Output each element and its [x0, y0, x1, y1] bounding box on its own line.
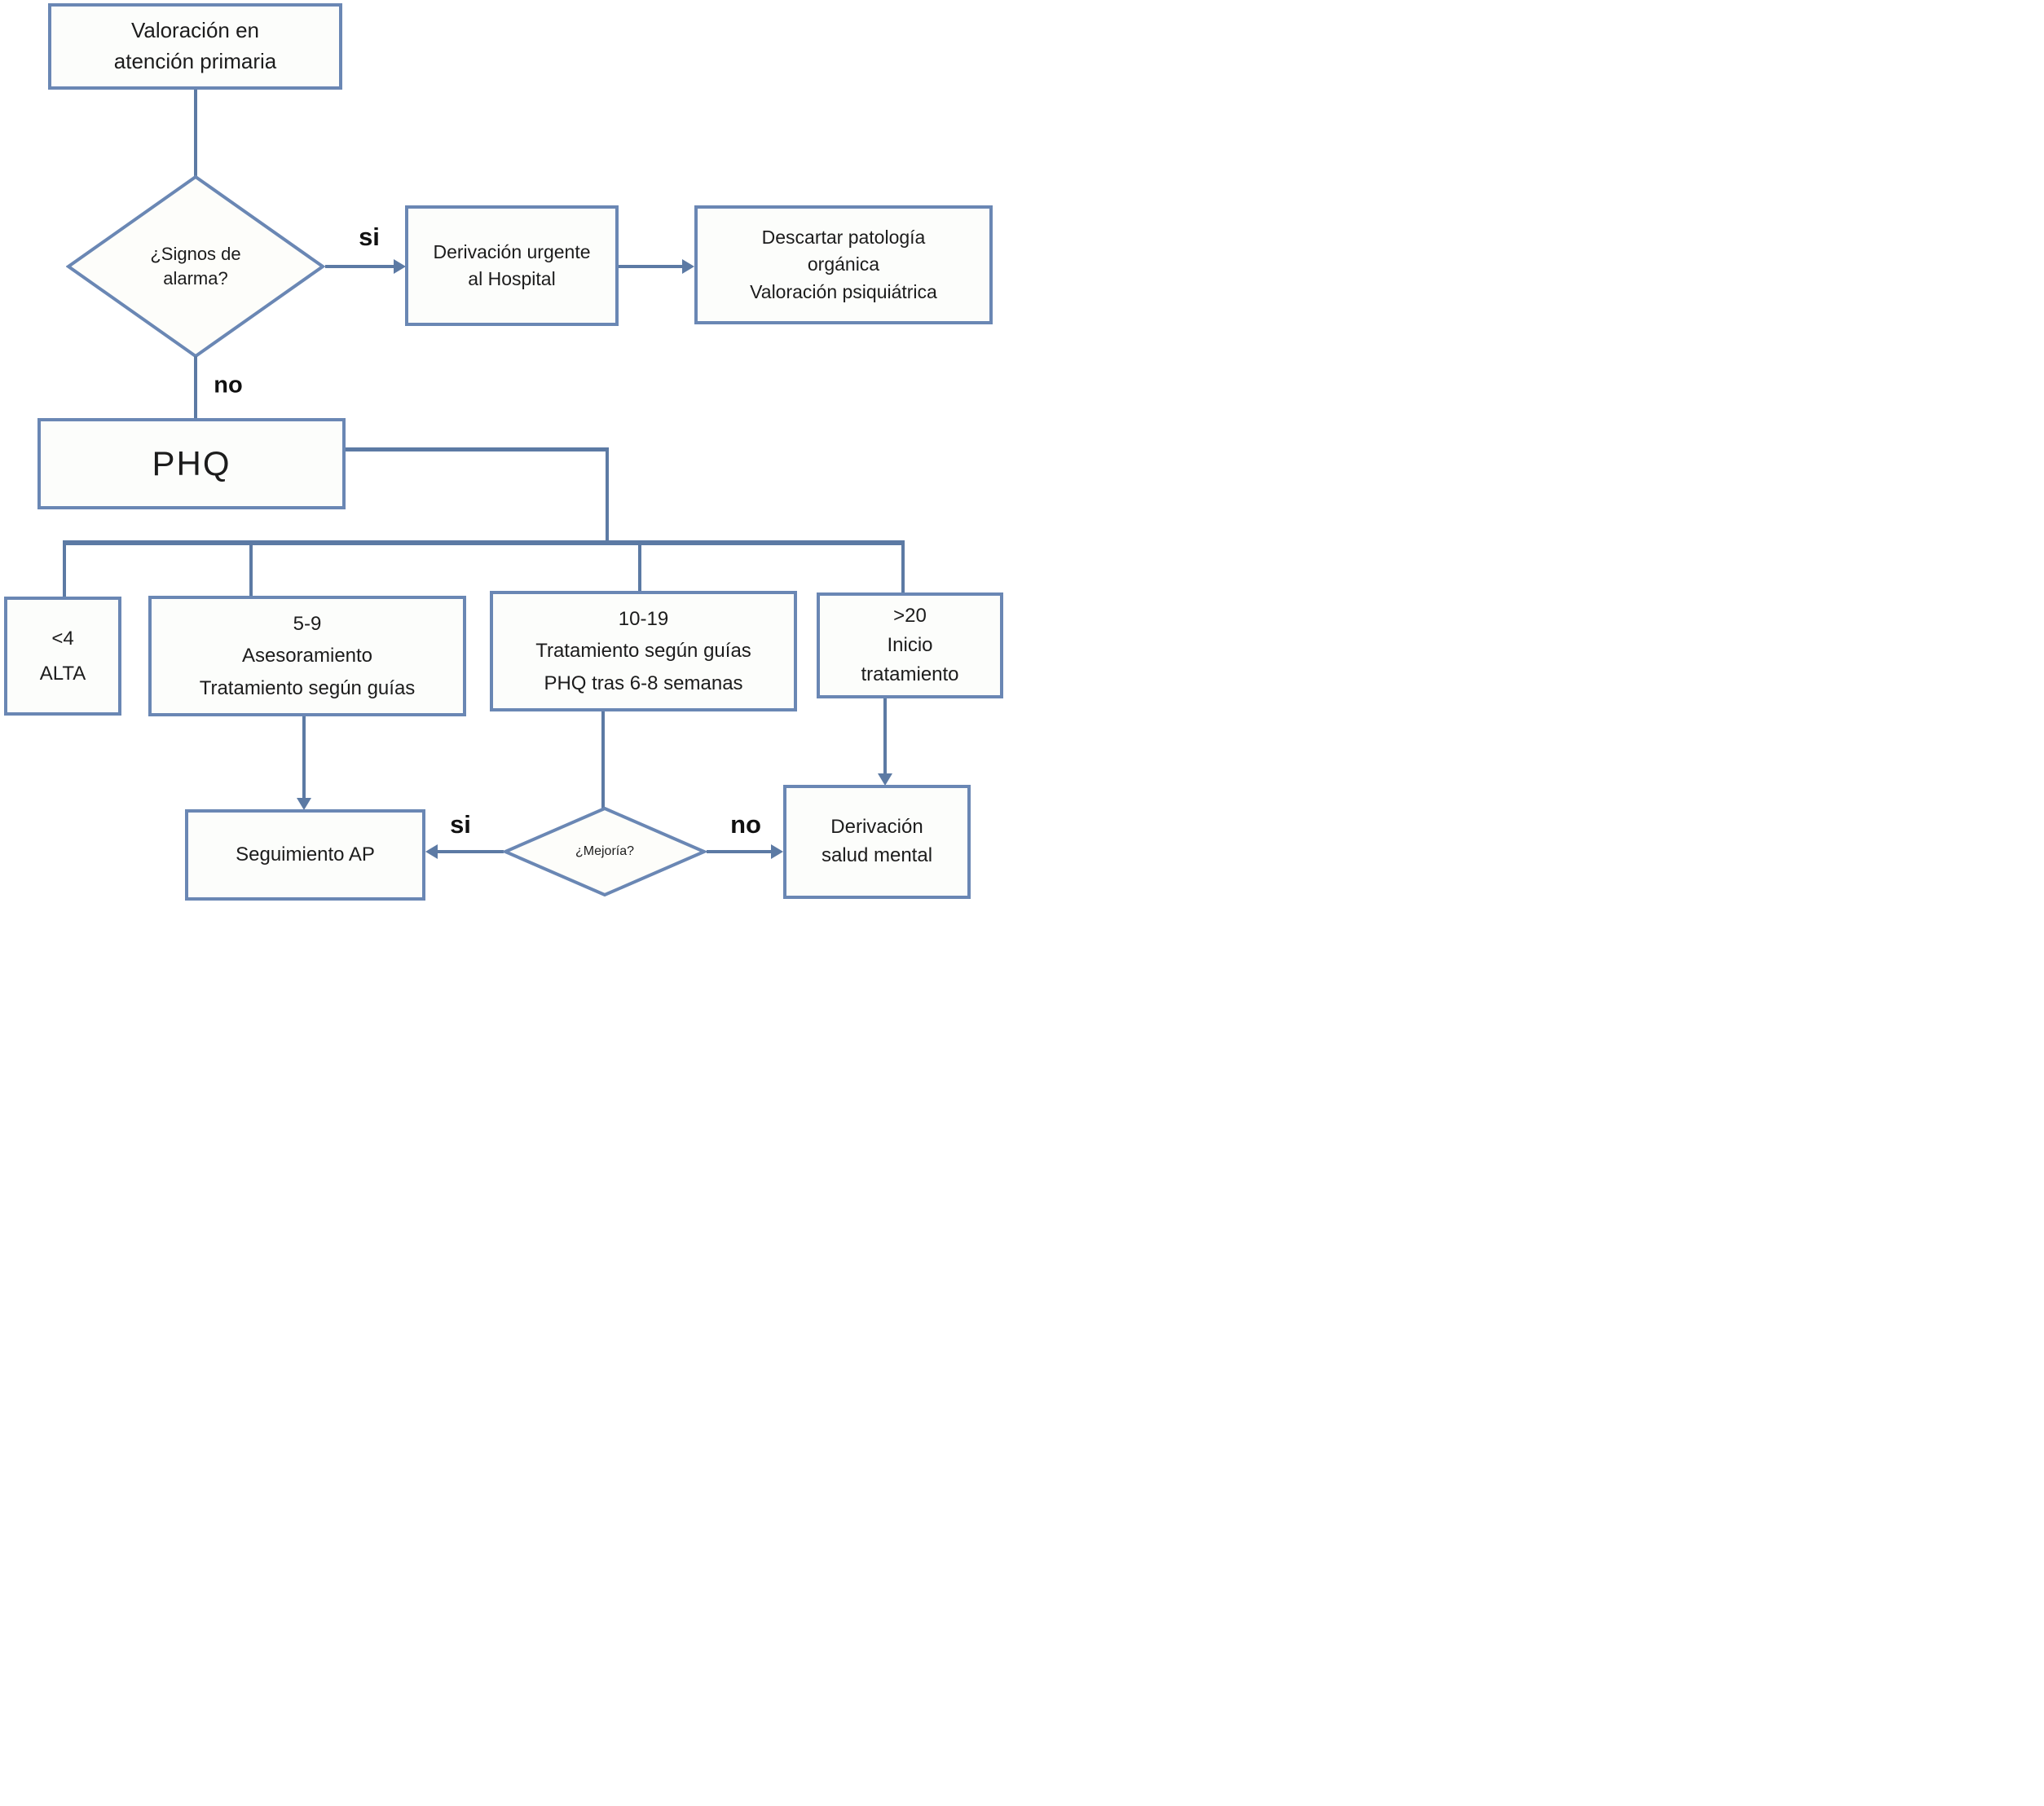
- node-derivacion-urgente-hospital: Derivación urgente al Hospital: [405, 205, 619, 326]
- node-phq: PHQ: [37, 418, 346, 509]
- node-score-5-9: 5-9 Asesoramiento Tratamiento según guía…: [148, 596, 466, 716]
- node-score-gt20: >20 Inicio tratamiento: [817, 592, 1003, 698]
- node-text-line: Inicio: [887, 634, 933, 656]
- connector-alarma-to-urgente: [325, 265, 394, 268]
- node-text-line: Tratamiento según guías: [535, 640, 751, 663]
- decision-mejoria: ¿Mejoría?: [503, 807, 707, 896]
- node-text-line: Derivación: [830, 816, 923, 839]
- connector-urgente-to-descartar: [619, 265, 684, 268]
- node-score-lt4-alta: <4 ALTA: [4, 597, 121, 716]
- node-score-10-19: 10-19 Tratamiento según guías PHQ tras 6…: [490, 591, 797, 711]
- node-text-line: PHQ: [152, 443, 231, 482]
- drop-to-10-19: [638, 540, 641, 592]
- node-text-line: >20: [893, 605, 927, 627]
- node-text-line: ¿Mejoría?: [575, 844, 635, 859]
- arrowhead-to-derivacion: [878, 773, 892, 786]
- node-valoracion-atencion-primaria: Valoración en atención primaria: [48, 3, 342, 90]
- connector-mejoria-to-derivacion: [707, 850, 772, 853]
- connector-title-to-alarma: [194, 90, 197, 177]
- node-text-line: 5-9: [293, 612, 322, 635]
- node-descartar-patologia: Descartar patología orgánica Valoración …: [694, 205, 993, 324]
- arrowhead-to-derivacion-salud-mental: [771, 844, 783, 859]
- drop-to-lt4: [63, 540, 66, 597]
- connector-10-19-to-mejoria: [601, 711, 605, 808]
- node-derivacion-salud-mental: Derivación salud mental: [783, 785, 971, 899]
- drop-to-gt20: [901, 540, 905, 593]
- node-text-line: Valoración en: [130, 18, 260, 43]
- node-text-line: Valoración psiquiátrica: [750, 280, 937, 302]
- connector-phq-elbow-horizontal: [346, 447, 609, 452]
- node-text-line: al Hospital: [468, 268, 556, 289]
- edge-label-no-alarma: no: [214, 372, 243, 399]
- distribution-bar: [64, 540, 905, 545]
- node-text-line: PHQ tras 6-8 semanas: [544, 672, 743, 694]
- node-text-line: alarma?: [163, 268, 228, 289]
- node-text-line: ¿Signos de: [150, 244, 241, 265]
- connector-gt20-to-derivacion: [883, 698, 887, 774]
- node-text-line: Seguimiento AP: [236, 843, 375, 866]
- node-text-line: tratamiento: [861, 663, 959, 685]
- arrowhead-to-seguimiento-ap: [425, 844, 438, 859]
- arrowhead-to-descartar: [682, 259, 694, 274]
- arrowhead-to-urgente: [394, 259, 406, 274]
- node-text-line: Asesoramiento: [241, 645, 373, 667]
- edge-label-no-mejoria: no: [730, 810, 761, 839]
- edge-label-si-mejoria: si: [450, 810, 471, 839]
- drop-to-5-9: [249, 540, 253, 597]
- node-text-line: atención primaria: [113, 49, 277, 73]
- connector-mejoria-to-seguimiento: [437, 850, 504, 853]
- connector-alarma-to-phq: [194, 356, 197, 418]
- node-text-line: Descartar patología: [761, 226, 926, 248]
- edge-label-si-alarma: si: [359, 222, 380, 251]
- node-text-line: salud mental: [821, 844, 933, 866]
- connector-phq-elbow-vertical: [606, 447, 609, 544]
- flowchart-canvas: Valoración en atención primaria ¿Signos …: [0, 0, 1022, 903]
- node-text-line: Tratamiento según guías: [199, 676, 416, 699]
- node-text-line: Derivación urgente: [433, 240, 591, 262]
- node-seguimiento-ap: Seguimiento AP: [185, 809, 425, 901]
- connector-5-9-to-seguimiento: [302, 716, 306, 799]
- node-text-line: orgánica: [807, 253, 880, 275]
- node-text-line: ALTA: [39, 663, 86, 685]
- node-text-line: 10-19: [618, 607, 669, 630]
- node-text-line: <4: [51, 627, 74, 650]
- arrowhead-to-seguimiento: [297, 798, 311, 810]
- decision-signos-de-alarma: ¿Signos de alarma?: [66, 175, 325, 358]
